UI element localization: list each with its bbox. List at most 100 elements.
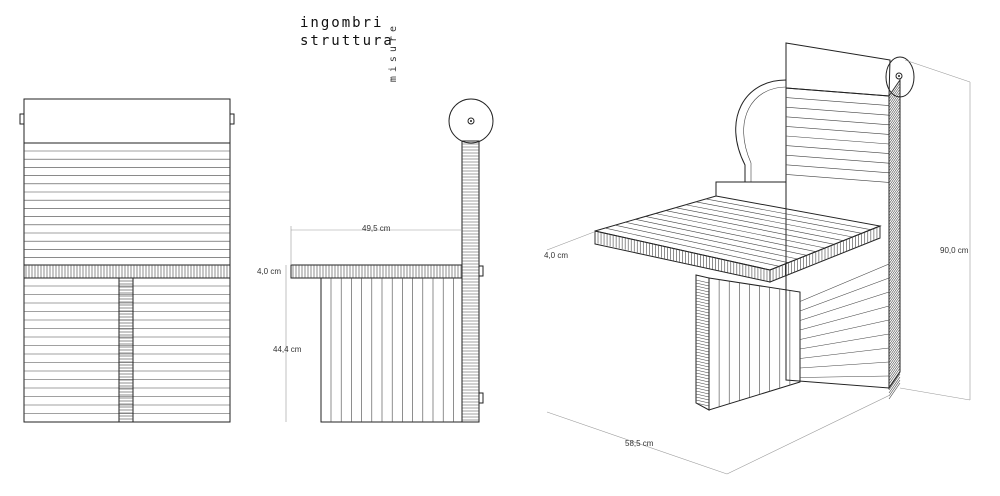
hatch-line [888, 301, 901, 319]
hatch-line [888, 361, 901, 379]
hatch-line [888, 274, 901, 292]
hatch-line [785, 106, 890, 116]
hatch-line [888, 115, 901, 133]
hatch-line [888, 178, 901, 196]
hatch-line [888, 160, 901, 178]
iso-cutaway-arc [735, 79, 787, 182]
hatch-line [605, 227, 780, 267]
hatch-line [695, 330, 710, 335]
hatch-line [888, 355, 901, 373]
hatch-line [888, 229, 901, 247]
dim-seat-thickness-side: 4,0 cm [257, 267, 281, 276]
hatch-line [695, 348, 710, 353]
hatch-line [799, 333, 890, 350]
hatch-line [888, 145, 901, 163]
hatch-line [888, 208, 901, 226]
hatch-line [655, 213, 826, 249]
hatch-line [888, 307, 901, 325]
hatch-line [888, 277, 901, 295]
hatch-line [888, 193, 901, 211]
hatch-line [888, 97, 901, 115]
hatch-line [888, 367, 901, 385]
hatch-line [695, 327, 710, 332]
hatch-line [888, 364, 901, 382]
hatch-line [888, 85, 901, 103]
hatch-line [888, 343, 901, 361]
hatch-line [785, 135, 890, 145]
hatch-line [695, 282, 710, 287]
hatch-line [888, 373, 901, 391]
hatch-line [785, 174, 890, 183]
hatch-line [695, 285, 710, 290]
hatch-line [888, 256, 901, 274]
hatch-line [888, 304, 901, 322]
hatch-line [785, 145, 890, 154]
hatch-line [888, 226, 901, 244]
hatch-line [695, 393, 710, 398]
hatch-line [888, 346, 901, 364]
hatch-line [888, 148, 901, 166]
front-backrest-roll [23, 98, 231, 144]
hatch-line [799, 277, 890, 312]
hatch-line [888, 223, 901, 241]
hatch-line [695, 324, 710, 329]
hatch-line [888, 322, 901, 340]
hatch-line [695, 336, 710, 341]
hatch-line [888, 211, 901, 229]
hatch-line [888, 244, 901, 262]
hatch-line [695, 384, 710, 389]
hatch-line [888, 106, 901, 124]
hatch-line [888, 253, 901, 271]
hatch-line [888, 220, 901, 238]
hatch-line [685, 204, 853, 238]
hatch-line [695, 399, 710, 404]
hatch-line [695, 387, 710, 392]
hatch-line [888, 196, 901, 214]
side-seat [290, 264, 463, 279]
hatch-line [695, 381, 710, 386]
hatch-line [695, 201, 862, 234]
hatch-line [695, 396, 710, 401]
hatch-line [888, 376, 901, 394]
hatch-line [888, 214, 901, 232]
title-line-2: struttura [300, 33, 394, 49]
hatch-line [695, 357, 710, 362]
title-block: ingombri struttura [300, 14, 420, 50]
hatch-line [888, 199, 901, 217]
hatch-line [695, 354, 710, 359]
hatch-line [799, 263, 890, 302]
iso-seat-top [594, 195, 882, 271]
hatch-line [888, 265, 901, 283]
hatch-line [695, 372, 710, 377]
hatch-line [695, 375, 710, 380]
hatch-line [635, 219, 807, 256]
hatch-line [888, 103, 901, 121]
hatch-line [695, 363, 710, 368]
hatch-line [888, 325, 901, 343]
dim-seat-width: 49,5 cm [362, 224, 391, 233]
hatch-line [888, 334, 901, 352]
hatch-line [888, 187, 901, 205]
hatch-line [888, 163, 901, 181]
hatch-line [888, 247, 901, 265]
hatch-line [695, 345, 710, 350]
hatch-line [888, 100, 901, 118]
hatch-line [888, 205, 901, 223]
hatch-line [695, 360, 710, 365]
hatch-line [888, 352, 901, 370]
hatch-line [888, 280, 901, 298]
dim-seat-height: 44,4 cm [273, 345, 302, 354]
hatch-line [888, 316, 901, 334]
dim-height-iso: 90,0 cm [940, 246, 969, 255]
title-line-1: ingombri [300, 15, 384, 31]
hatch-line [675, 207, 844, 241]
hatch-line [695, 342, 710, 347]
hatch-line [785, 126, 890, 135]
hatch-line [888, 337, 901, 355]
hatch-line [888, 142, 901, 160]
hatch-line [705, 198, 871, 230]
hatch-line [695, 369, 710, 374]
hatch-line [888, 331, 901, 349]
